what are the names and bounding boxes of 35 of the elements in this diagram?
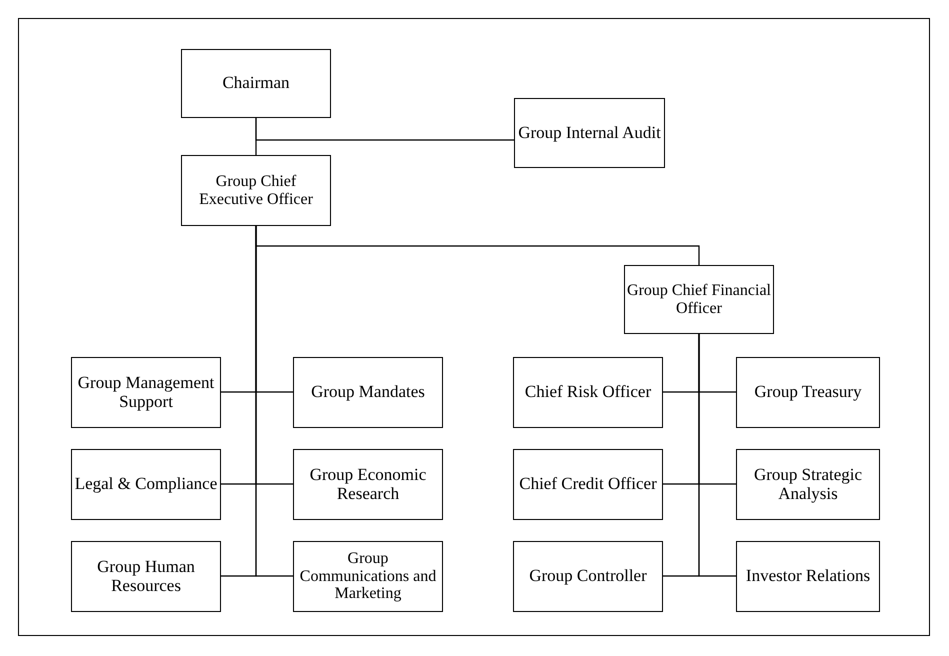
role-title: Group Internal Audit <box>518 124 661 142</box>
org-box <box>181 49 331 118</box>
role-title: Group Management Support <box>76 374 216 412</box>
org-box <box>513 449 663 520</box>
role-title: Group Controller <box>529 567 647 586</box>
role-title: Group Human Resources <box>96 558 196 596</box>
org-box <box>71 449 221 520</box>
role-title: Chief Credit Officer <box>519 475 657 494</box>
org-box <box>513 541 663 612</box>
role-title: Chairman <box>222 74 290 93</box>
role-title: Group Strategic Analysis <box>752 466 864 504</box>
org-box <box>736 541 880 612</box>
org-box <box>736 357 880 428</box>
role-title: Group Chief Executive Officer <box>198 172 314 208</box>
role-title: Group Communications and Marketing <box>298 550 438 603</box>
connector-line <box>255 118 514 141</box>
org-box <box>71 541 221 612</box>
role-title: Group Mandates <box>311 383 425 402</box>
role-title: Group Economic Research <box>308 466 428 504</box>
connector-line <box>698 334 736 577</box>
role-title: Group Chief Financial Officer <box>627 282 771 318</box>
org-box <box>293 449 443 520</box>
org-box <box>293 357 443 428</box>
org-box <box>513 357 663 428</box>
org-box <box>624 265 774 334</box>
org-box <box>71 357 221 428</box>
role-title: Group Treasury <box>754 383 862 402</box>
role-title: Legal & Compliance <box>74 475 218 494</box>
org-box <box>514 98 665 168</box>
org-box <box>293 541 443 612</box>
connector-line <box>255 226 293 577</box>
role-title: Chief Risk Officer <box>524 383 652 402</box>
role-title: Investor Relations <box>746 567 870 586</box>
org-box <box>736 449 880 520</box>
org-box <box>181 155 331 226</box>
